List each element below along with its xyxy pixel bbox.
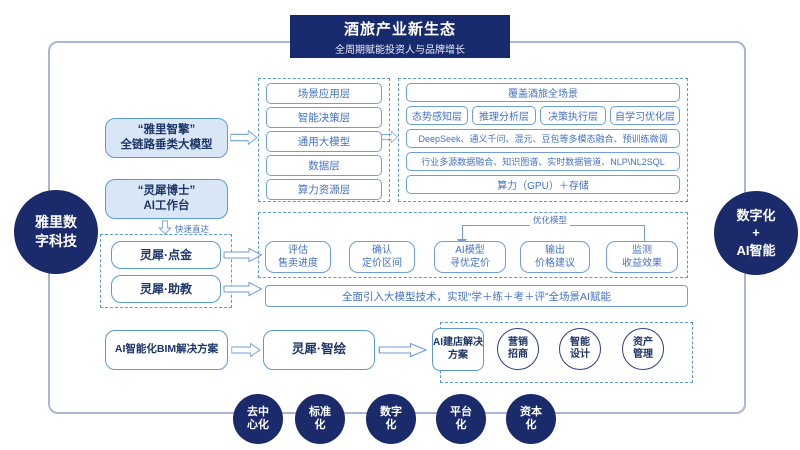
lingxi-doctor-line2: AI工作台 bbox=[143, 200, 190, 212]
step-monitor-revenue: 监测 收益效果 bbox=[606, 241, 678, 273]
lingxi-doctor-box: “灵犀博士” AI工作台 bbox=[105, 179, 228, 219]
lingxi-doctor-line1: “灵犀博士” bbox=[137, 185, 196, 198]
arrow-right-icon bbox=[223, 281, 263, 297]
layer-data: 数据层 bbox=[266, 155, 382, 176]
arrow-right-icon bbox=[223, 247, 263, 263]
step2-line2: 定价区间 bbox=[362, 258, 402, 269]
marketing-line1: 营销 bbox=[508, 336, 528, 348]
data-fusion-box: 行业多源数据融合、知识图谱、实时数据管道、NLP\NL2SQL bbox=[406, 152, 680, 171]
capitalization-line1: 资本 bbox=[520, 405, 542, 418]
step3-line1: AI模型 bbox=[455, 245, 485, 256]
arrow-right-icon bbox=[230, 129, 258, 146]
reasoning-analysis-box: 推理分析层 bbox=[472, 106, 536, 125]
step-evaluate-sales: 评估 售卖进度 bbox=[265, 241, 331, 273]
decentralization-line2: 心化 bbox=[247, 419, 269, 431]
capitalization-circle: 资本 化 bbox=[506, 394, 556, 444]
step2-line1: 确认 bbox=[372, 245, 392, 256]
yali-model-line2: 全链路垂类大模型 bbox=[120, 139, 213, 151]
yali-model-box: “雅里智擎” 全链路垂类大模型 bbox=[105, 118, 228, 158]
step3-line2: 寻优定价 bbox=[450, 258, 490, 269]
coverage-box: 覆盖酒旅全场景 bbox=[406, 83, 680, 102]
bim-solution-box: AI智能化BIM解决方案 bbox=[105, 330, 228, 370]
llm-vendors-box: DeepSeek、通义千问、混元、豆包等多模态融合、预训练微调 bbox=[406, 129, 680, 148]
decision-execution-box: 决策执行层 bbox=[540, 106, 606, 125]
layer-stack-container bbox=[258, 78, 390, 202]
marketing-line2: 招商 bbox=[508, 349, 528, 360]
lingxi-zhujiao-label: 灵犀·助教 bbox=[140, 281, 192, 296]
ai-store-solution-box: AI建店解决 方案 bbox=[432, 328, 484, 371]
asset-management-circle: 资产 管理 bbox=[622, 328, 664, 370]
lingxi-dianjin-box: 灵犀·点金 bbox=[111, 241, 221, 269]
ai-store-line1: AI建店解决 bbox=[433, 337, 483, 348]
step5-line2: 收益效果 bbox=[622, 258, 662, 269]
lingxi-dianjin-label: 灵犀·点金 bbox=[140, 247, 192, 262]
capitalization-line2: 化 bbox=[525, 419, 537, 431]
lingxi-products-container bbox=[100, 234, 232, 308]
right-brand-line1: 数字化 bbox=[736, 207, 776, 223]
optimization-feedback-line bbox=[462, 225, 645, 242]
standardization-circle: 标准 化 bbox=[295, 394, 345, 444]
lingxi-zhihui-label: 灵犀·智绘 bbox=[291, 342, 347, 357]
arrow-down-icon bbox=[158, 220, 172, 235]
digitalization-line2: 化 bbox=[385, 419, 397, 431]
situation-awareness-box: 态势感知层 bbox=[406, 106, 468, 125]
asset-line1: 资产 bbox=[633, 336, 653, 348]
diagram-title-box: 酒旅产业新生态 全周期赋能投资人与品牌增长 bbox=[290, 15, 510, 58]
step1-line1: 评估 bbox=[288, 245, 308, 256]
layer-intelligent-decision: 智能决策层 bbox=[266, 107, 382, 128]
smart-design-circle: 智能 设计 bbox=[559, 328, 601, 370]
asset-line2: 管理 bbox=[633, 349, 653, 360]
lingxi-zhujiao-box: 灵犀·助教 bbox=[111, 275, 221, 303]
marketing-circle: 营销 招商 bbox=[497, 328, 539, 370]
yali-model-line1: “雅里智擎” bbox=[137, 124, 196, 137]
optimization-label: 优化模型 bbox=[530, 214, 571, 226]
right-brand-plus: + bbox=[752, 225, 760, 241]
layer-general-llm: 通用大模型 bbox=[266, 131, 382, 152]
right-brand-line3: AI智能 bbox=[736, 242, 776, 258]
step-output-price-advice: 输出 价格建议 bbox=[520, 241, 590, 273]
left-brand-line2: 字科技 bbox=[35, 233, 77, 249]
layer-compute-resource: 算力资源层 bbox=[266, 179, 382, 200]
platformization-line2: 化 bbox=[455, 419, 467, 431]
standardization-line1: 标准 bbox=[309, 405, 331, 418]
bim-solution-label: AI智能化BIM解决方案 bbox=[114, 343, 219, 356]
arrow-right-icon bbox=[378, 342, 428, 358]
design-line2: 设计 bbox=[570, 349, 590, 360]
quick-access-label: 快速直达 bbox=[175, 224, 210, 234]
ai-store-line2: 方案 bbox=[448, 349, 468, 361]
standardization-line2: 化 bbox=[314, 419, 326, 431]
self-learning-box: 自学习优化层 bbox=[610, 106, 680, 125]
platformization-circle: 平台 化 bbox=[436, 394, 486, 444]
step1-line2: 售卖进度 bbox=[278, 258, 318, 269]
digitalization-circle: 数字 化 bbox=[366, 394, 416, 444]
gpu-storage-box: 算力（GPU）＋存储 bbox=[406, 175, 680, 194]
optimization-container bbox=[258, 212, 688, 278]
step5-line1: 监测 bbox=[632, 245, 652, 256]
left-brand-line1: 雅里数 bbox=[35, 214, 77, 231]
ai-empowerment-box: 全面引入大模型技术，实现“学＋练＋考＋评”全场景AI赋能 bbox=[265, 285, 688, 307]
right-brand-circle: 数字化 + AI智能 bbox=[714, 191, 798, 275]
diagram-title: 酒旅产业新生态 bbox=[343, 20, 456, 38]
diagram-subtitle: 全周期赋能投资人与品牌增长 bbox=[335, 44, 465, 56]
decentralization-line1: 去中 bbox=[247, 405, 269, 418]
step4-line1: 输出 bbox=[545, 245, 565, 256]
digitalization-line1: 数字 bbox=[380, 405, 402, 418]
left-brand-circle: 雅里数 字科技 bbox=[14, 190, 98, 274]
right-detail-container bbox=[398, 78, 688, 202]
step4-line2: 价格建议 bbox=[535, 258, 575, 269]
step-confirm-price-range: 确认 定价区间 bbox=[349, 241, 415, 273]
lingxi-zhihui-box: 灵犀·智绘 bbox=[263, 330, 375, 370]
decentralization-circle: 去中 心化 bbox=[233, 394, 283, 444]
step-ai-pricing: AI模型 寻优定价 bbox=[434, 241, 506, 273]
platformization-line1: 平台 bbox=[450, 405, 472, 418]
design-line1: 智能 bbox=[570, 336, 590, 348]
arrow-right-icon bbox=[231, 342, 261, 358]
layer-scene-application: 场景应用层 bbox=[266, 83, 382, 104]
